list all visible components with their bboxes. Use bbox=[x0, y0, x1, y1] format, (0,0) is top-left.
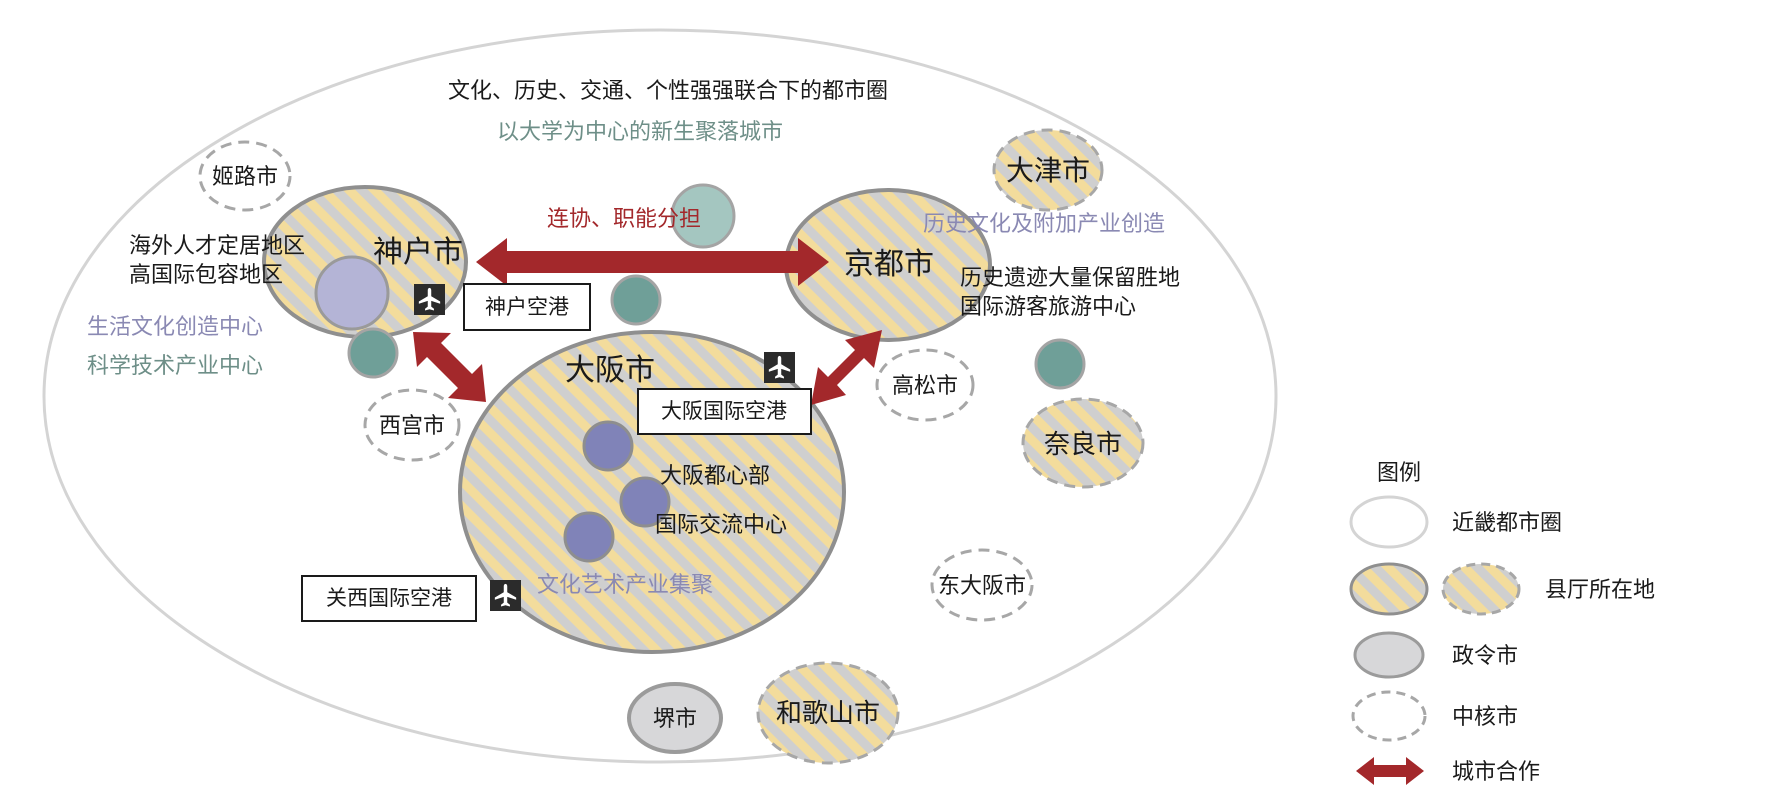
kyoto-label-line1: 历史遗迹大量保留胜地 bbox=[960, 266, 1180, 291]
legend-capital-label: 县厅所在地 bbox=[1545, 578, 1655, 603]
kobe-kyoto-cooperation-arrow bbox=[476, 238, 829, 286]
takatsuki-city-label: 高松市 bbox=[892, 374, 958, 399]
kobe-city-label: 神户市 bbox=[373, 235, 463, 270]
kyoto-label-line2: 国际游客旅游中心 bbox=[960, 295, 1136, 320]
himeji-city-label: 姬路市 bbox=[212, 165, 278, 190]
kobe-airplane-icon bbox=[414, 284, 445, 315]
legend-cooperation-label: 城市合作 bbox=[1452, 760, 1540, 785]
kyoto-city-label: 京都市 bbox=[844, 247, 934, 282]
kobe-label-line1: 海外人才定居地区 bbox=[129, 234, 305, 259]
legend-region-swatch bbox=[1349, 495, 1429, 549]
osaka-node-2 bbox=[619, 476, 671, 528]
osaka-node-1 bbox=[582, 420, 634, 472]
nishinomiya-city-label: 西宫市 bbox=[379, 414, 445, 439]
osaka-exchange-label: 国际交流中心 bbox=[655, 513, 787, 538]
otsu-city bbox=[992, 128, 1104, 212]
legend-ordinance-swatch bbox=[1353, 631, 1425, 679]
kyoto-history-label: 历史文化及附加产业创造 bbox=[923, 212, 1165, 237]
cooperation-label: 连协、职能分担 bbox=[547, 207, 701, 232]
teal-node-kobe bbox=[347, 327, 399, 379]
diagram-subtitle: 以大学为中心的新生聚落城市 bbox=[497, 120, 783, 145]
legend-capital-swatch-solid bbox=[1349, 562, 1429, 616]
kobe-label-line2: 高国际包容地区 bbox=[129, 263, 283, 288]
osaka-city-label: 大阪市 bbox=[565, 353, 655, 388]
osaka-airplane-icon bbox=[764, 352, 795, 383]
legend-ordinance-label: 政令市 bbox=[1452, 644, 1518, 669]
kobe-university-node bbox=[314, 255, 390, 331]
legend-cooperation-arrow bbox=[1356, 757, 1424, 785]
higashiosaka-city bbox=[930, 548, 1034, 622]
teal-node-east bbox=[1034, 338, 1086, 390]
teal-node-center bbox=[610, 274, 662, 326]
wakayama-city-label: 和歌山市 bbox=[776, 699, 880, 729]
kansai-airplane-icon bbox=[490, 580, 521, 611]
legend-capital-swatch-dashed bbox=[1441, 562, 1521, 616]
nara-city-label: 奈良市 bbox=[1044, 430, 1122, 460]
kansai-airport-box bbox=[301, 575, 477, 622]
legend: 图例 近畿都市圈 县厅所在地 政令市 中核市 城市合作 bbox=[1349, 461, 1655, 785]
osaka-center-label: 大阪都心部 bbox=[660, 464, 770, 489]
wakayama-city bbox=[756, 661, 900, 765]
osaka-airport-label: 大阪国际空港 bbox=[661, 399, 787, 423]
legend-title: 图例 bbox=[1377, 461, 1421, 486]
life-culture-label: 生活文化创造中心 bbox=[87, 315, 263, 340]
osaka-airport-box bbox=[637, 388, 812, 435]
sakai-city bbox=[627, 682, 723, 754]
teal-node-top bbox=[670, 183, 736, 249]
higashiosaka-city-label: 东大阪市 bbox=[938, 574, 1026, 599]
science-tech-label: 科学技术产业中心 bbox=[87, 354, 263, 379]
kobe-osaka-cooperation-arrow bbox=[413, 332, 486, 402]
nara-city bbox=[1021, 397, 1145, 489]
diagram-title: 文化、历史、交通、个性强强联合下的都市圈 bbox=[448, 79, 888, 104]
sakai-city-label: 堺市 bbox=[653, 707, 697, 732]
takatsuki-city bbox=[875, 348, 975, 422]
legend-region-label: 近畿都市圈 bbox=[1452, 511, 1562, 536]
osaka-art-label: 文化艺术产业集聚 bbox=[537, 573, 713, 598]
legend-core-swatch bbox=[1351, 690, 1427, 742]
nishinomiya-city bbox=[363, 388, 461, 462]
himeji-city bbox=[198, 140, 292, 212]
kobe-airport-label: 神户空港 bbox=[485, 295, 569, 319]
kobe-airport-box bbox=[463, 283, 591, 331]
otsu-city-label: 大津市 bbox=[1006, 154, 1090, 187]
osaka-kyoto-cooperation-arrow bbox=[811, 330, 882, 405]
kansai-airport-label: 关西国际空港 bbox=[326, 586, 452, 610]
osaka-node-3 bbox=[563, 511, 615, 563]
legend-core-label: 中核市 bbox=[1452, 705, 1518, 730]
